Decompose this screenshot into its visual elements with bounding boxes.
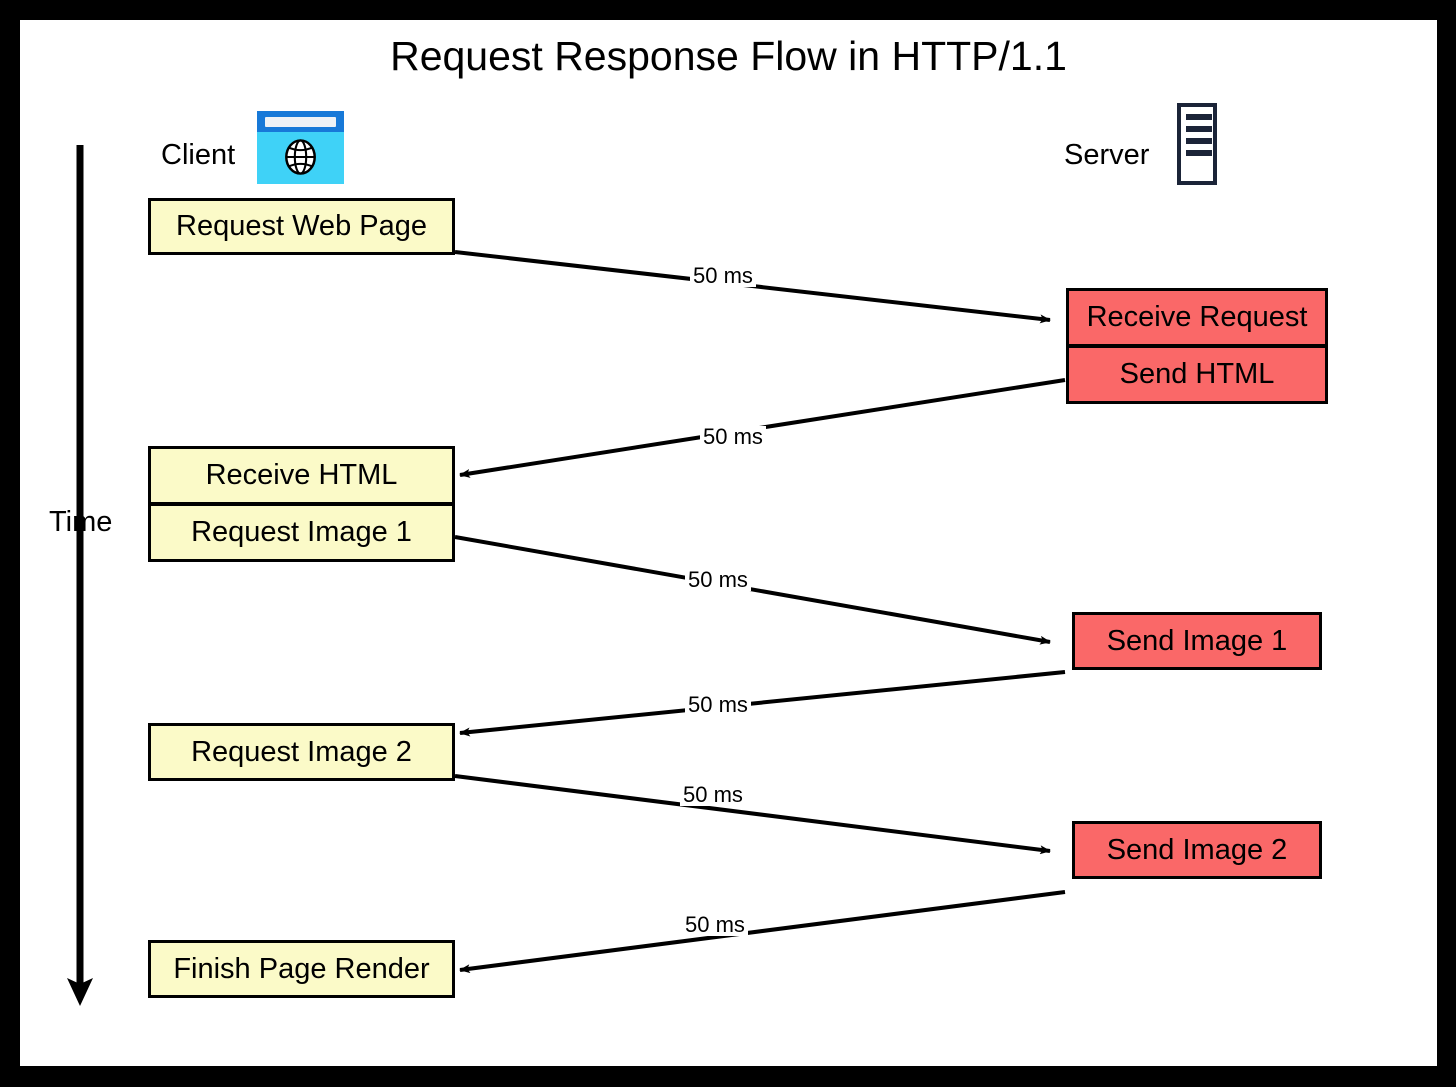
node-label: Finish Page Render [173,952,430,985]
node-label: Send HTML [1119,358,1275,390]
browser-urlbar [265,117,336,127]
node-receive-html[interactable]: Receive HTML [148,446,455,504]
latency-label-msg-3: 50 ms [685,569,751,591]
node-label: Send Image 1 [1106,624,1288,657]
connector-send-image-2-to-finish-page-render [459,890,1066,974]
node-request-image-2[interactable]: Request Image 2 [148,723,455,781]
node-finish-page-render[interactable]: Finish Page Render [148,940,455,998]
latency-label-msg-4: 50 ms [685,694,751,716]
lane-label-server: Server [1064,139,1150,171]
lane-label-client: Client [161,139,236,171]
node-send-html[interactable]: Send HTML [1066,346,1328,404]
node-label: Request Web Page [176,210,427,242]
node-request-web-page[interactable]: Request Web Page [148,198,455,255]
latency-label-msg-2: 50 ms [700,426,766,448]
server-rack-icon [1177,103,1217,185]
connector-request-image-2-to-send-image-2 [454,774,1051,855]
server-slot-3 [1186,138,1212,144]
node-request-image-1[interactable]: Request Image 1 [148,504,455,562]
node-label: Receive Request [1086,301,1308,333]
node-label: Request Image 2 [191,735,412,768]
connector-layer [67,145,1066,1006]
latency-label-msg-6: 50 ms [682,914,748,936]
connector-request-image-1-to-send-image-1 [454,535,1051,645]
server-slot-4 [1186,150,1212,156]
browser-window-globe-icon [257,111,344,184]
connector-send-image-1-to-request-image-2 [459,670,1066,737]
node-label: Request Image 1 [191,516,412,548]
server-slot-1 [1186,114,1212,120]
node-receive-request[interactable]: Receive Request [1066,288,1328,346]
node-send-image-1[interactable]: Send Image 1 [1072,612,1322,670]
node-send-image-2[interactable]: Send Image 2 [1072,821,1322,879]
globe-icon [285,139,316,175]
node-label: Receive HTML [205,459,398,491]
latency-label-msg-1: 50 ms [690,265,756,287]
page-title: Request Response Flow in HTTP/1.1 [390,33,1067,79]
diagram-canvas: Request Response Flow in HTTP/1.1 Client… [20,20,1437,1066]
server-slot-2 [1186,126,1212,132]
latency-label-msg-5: 50 ms [680,784,746,806]
time-axis-label: Time [49,506,113,538]
node-label: Send Image 2 [1106,833,1288,866]
